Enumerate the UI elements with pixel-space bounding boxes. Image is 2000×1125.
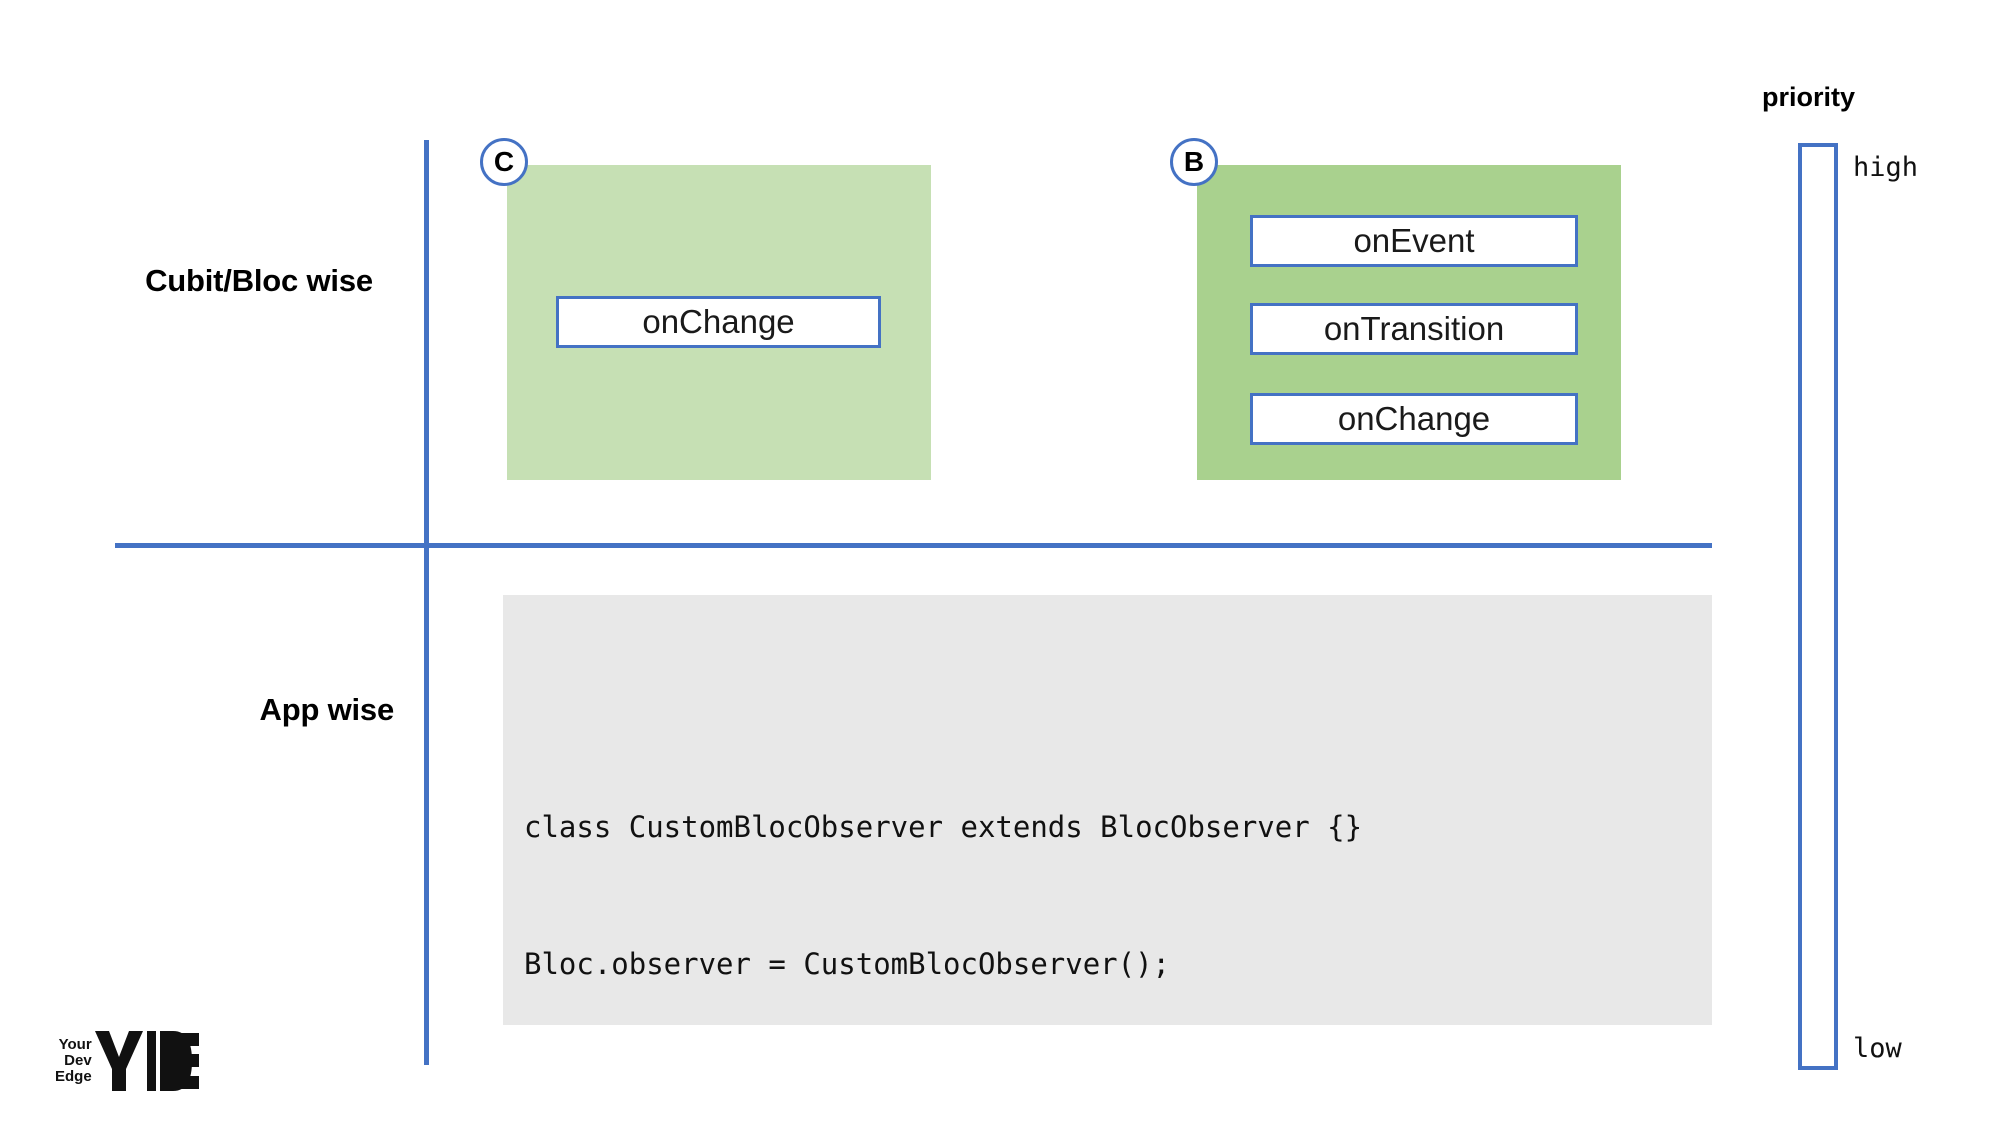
method-chip-onchange-bloc: onChange: [1250, 393, 1578, 445]
code-line-class-declaration: class CustomBlocObserver extends BlocObs…: [524, 810, 1363, 844]
priority-scale-bar: [1798, 143, 1838, 1070]
priority-tick-low: low: [1853, 1033, 1902, 1064]
row-label-app-wise: App wise: [259, 692, 395, 727]
brand-logo-wordmark: Your Dev Edge: [55, 1037, 92, 1085]
method-chip-onchange-cubit: onChange: [556, 296, 881, 348]
code-line-observer-assignment: Bloc.observer = CustomBlocObserver();: [524, 947, 1171, 981]
brand-logo-yde-mark: [94, 1031, 199, 1091]
priority-tick-high: high: [1853, 152, 1919, 183]
brand-logo: Your Dev Edge: [55, 1028, 220, 1094]
badge-bloc: B: [1170, 138, 1218, 186]
badge-cubit: C: [480, 138, 528, 186]
axis-horizontal-divider: [115, 543, 1712, 548]
brand-logo-line-2: Dev: [64, 1052, 92, 1069]
group-box-cubit: C onChange: [480, 138, 931, 480]
code-block: class CustomBlocObserver extends BlocObs…: [524, 755, 1362, 1037]
row-label-cubit-bloc-wise: Cubit/Bloc wise: [145, 263, 373, 298]
axis-vertical-divider: [424, 140, 429, 1065]
method-chip-onevent: onEvent: [1250, 215, 1578, 267]
method-chip-ontransition: onTransition: [1250, 303, 1578, 355]
code-panel: class CustomBlocObserver extends BlocObs…: [503, 595, 1712, 1025]
group-box-bloc: B onEvent onTransition onChange: [1170, 138, 1621, 480]
brand-logo-line-1: Your: [58, 1036, 92, 1053]
brand-logo-line-3: Edge: [55, 1068, 92, 1085]
priority-scale-title: priority: [1762, 82, 1856, 112]
